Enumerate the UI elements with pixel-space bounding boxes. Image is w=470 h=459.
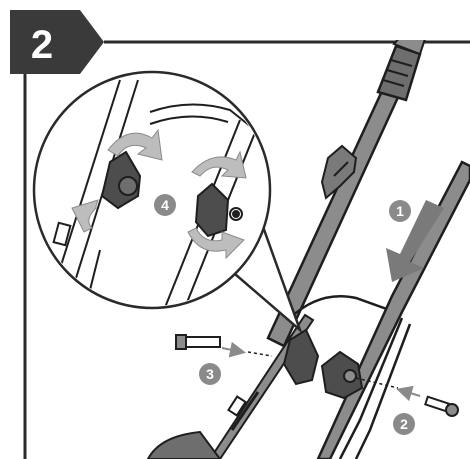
svg-text:2: 2 bbox=[400, 416, 408, 432]
callout-4: 4 bbox=[154, 194, 176, 216]
step-badge-shape bbox=[10, 10, 104, 74]
callout-1: 1 bbox=[389, 200, 411, 222]
bolt-right bbox=[356, 378, 458, 416]
bolt-left bbox=[176, 335, 272, 356]
mower-body bbox=[148, 432, 220, 459]
step-number: 2 bbox=[31, 23, 53, 67]
svg-text:1: 1 bbox=[396, 203, 404, 219]
callout-3: 3 bbox=[199, 363, 221, 385]
callout-2: 2 bbox=[393, 413, 415, 435]
svg-text:4: 4 bbox=[161, 197, 169, 213]
step-badge: 2 bbox=[10, 10, 104, 74]
svg-text:3: 3 bbox=[206, 366, 214, 382]
detail-magnifier: 4 bbox=[34, 72, 300, 330]
